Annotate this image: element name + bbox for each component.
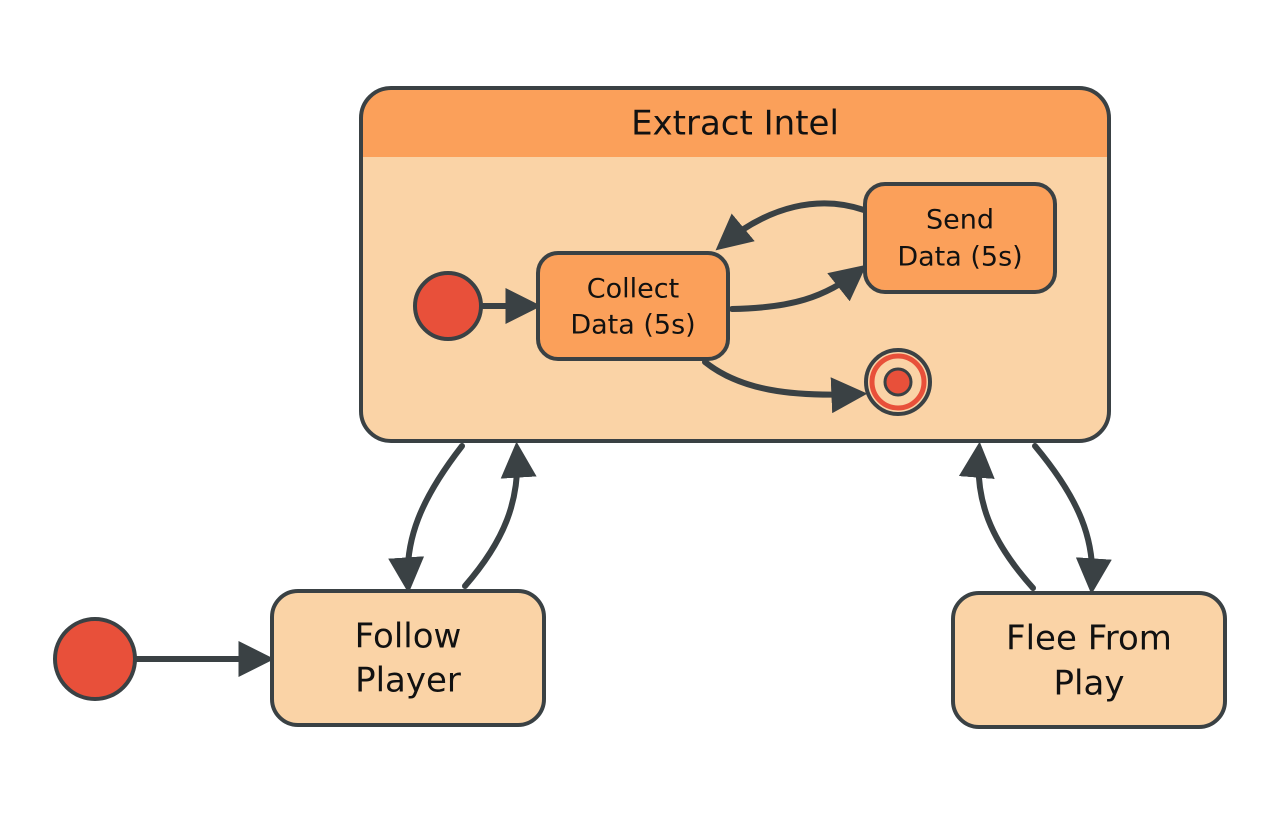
final-node-red-ring — [869, 353, 927, 411]
flee-from-play-box — [951, 591, 1227, 729]
edge-extract-to-flee[interactable] — [1032, 443, 1112, 595]
edge-send-to-collect[interactable] — [715, 200, 867, 251]
collect-data-box — [536, 251, 730, 361]
edge-follow-to-extract[interactable] — [462, 441, 537, 589]
follow-player-box — [270, 589, 546, 727]
send-data-box — [863, 182, 1057, 294]
flee-from-play-label-line2: Play — [1054, 664, 1125, 704]
edge-collect-to-send[interactable] — [729, 264, 867, 312]
collect-data-label-line2: Data (5s) — [570, 310, 695, 341]
collect-data-label-line1: Collect — [587, 274, 679, 305]
edge-extract-to-follow[interactable] — [388, 443, 465, 594]
composite-header — [361, 88, 1109, 157]
send-data-label-line1: Send — [926, 205, 994, 236]
follow-player-label-line2: Player — [355, 661, 461, 701]
composite-border — [359, 86, 1111, 443]
inner-initial-node[interactable] — [413, 271, 483, 341]
outer-initial-node[interactable] — [53, 617, 137, 701]
state-flee-from-play[interactable]: Flee From Play — [951, 591, 1227, 729]
state-follow-player[interactable]: Follow Player — [270, 589, 546, 727]
follow-player-label-line1: Follow — [355, 617, 462, 657]
flee-from-play-label-line1: Flee From — [1006, 619, 1172, 659]
final-node-center — [883, 367, 913, 397]
edge-collect-to-final[interactable] — [702, 359, 868, 414]
state-send-data[interactable]: Send Data (5s) — [863, 182, 1057, 294]
send-data-label-line2: Data (5s) — [897, 242, 1022, 273]
state-collect-data[interactable]: Collect Data (5s) — [536, 251, 730, 361]
edge-flee-to-extract[interactable] — [958, 441, 1036, 591]
inner-final-node[interactable] — [864, 348, 932, 416]
composite-title: Extract Intel — [631, 104, 839, 144]
